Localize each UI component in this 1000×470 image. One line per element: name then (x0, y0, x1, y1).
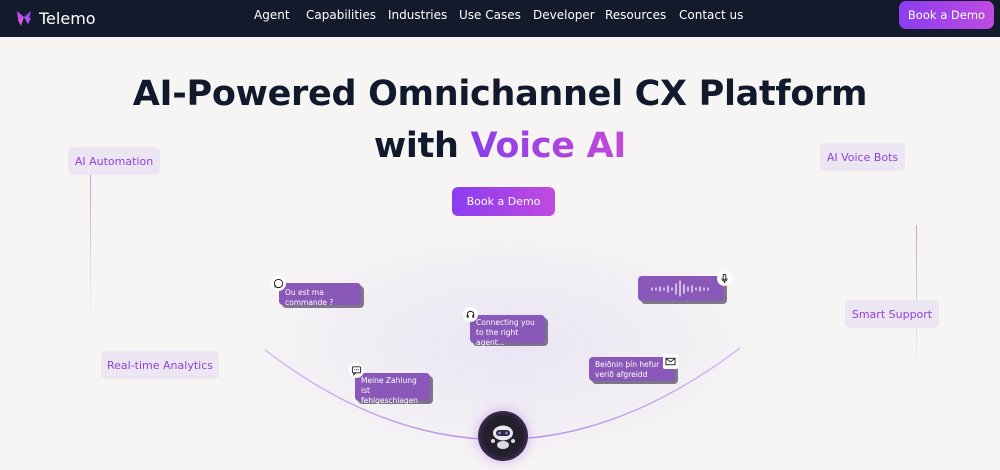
chat-bubble-whatsapp: Ou est ma commande ? (279, 283, 361, 307)
message-icon (349, 363, 364, 378)
hero-book-demo-button[interactable]: Book a Demo (452, 187, 555, 216)
feature-smart-support: Smart Support (845, 300, 939, 328)
nav-link-use-cases[interactable]: Use Cases (459, 8, 521, 22)
headset-icon (463, 307, 478, 322)
nav-book-demo-button[interactable]: Book a Demo (899, 1, 994, 29)
chat-bubble-sms: Meine Zahlung ist fehlgeschlagen (355, 373, 430, 405)
chat-text-email: Beiðnin þín hefur verið afgreidd (595, 360, 660, 379)
voice-waveform-bubble (638, 276, 724, 301)
hero-title-line2: with Voice AI (0, 126, 1000, 166)
voice-bot-avatar (478, 411, 528, 461)
chat-text-whatsapp: Ou est ma commande ? (285, 288, 334, 307)
chat-text-headset: Connecting you to the right agent... (476, 318, 535, 347)
nav-link-capabilities[interactable]: Capabilities (306, 8, 376, 22)
mail-icon (663, 354, 678, 369)
feature-ai-automation: AI Automation (68, 147, 160, 175)
chat-bubble-email: Beiðnin þín hefur verið afgreidd (589, 357, 675, 381)
nav-link-resources[interactable]: Resources (605, 8, 667, 22)
connector-line-left (90, 174, 91, 314)
hero-title-line1: AI-Powered Omnichannel CX Platform (132, 74, 868, 114)
hero-title-prefix: with (373, 126, 471, 166)
chat-bubble-headset: Connecting you to the right agent... (470, 315, 545, 347)
brand-name: Telemo (39, 8, 96, 28)
nav-links: Agent Capabilities Industries Use Cases … (0, 0, 1000, 30)
chat-text-sms: Meine Zahlung ist fehlgeschlagen (361, 376, 419, 405)
logo[interactable]: Telemo (14, 6, 96, 30)
hero-title-accent: Voice AI (470, 126, 627, 166)
whatsapp-icon (271, 276, 286, 291)
robot-icon (491, 425, 515, 449)
microphone-icon (717, 271, 732, 286)
telemo-logo-icon (17, 11, 31, 26)
nav-link-industries[interactable]: Industries (388, 8, 448, 22)
nav-link-developer[interactable]: Developer (533, 8, 595, 22)
waveform-icon (651, 280, 709, 297)
connector-line-right (916, 225, 917, 365)
nav-link-agent[interactable]: Agent (254, 8, 290, 22)
nav-link-contact-us[interactable]: Contact us (679, 8, 744, 22)
feature-realtime-analytics: Real-time Analytics (101, 351, 219, 379)
top-nav: Telemo Agent Capabilities Industries Use… (0, 0, 1000, 37)
feature-ai-voice-bots: AI Voice Bots (820, 143, 905, 171)
